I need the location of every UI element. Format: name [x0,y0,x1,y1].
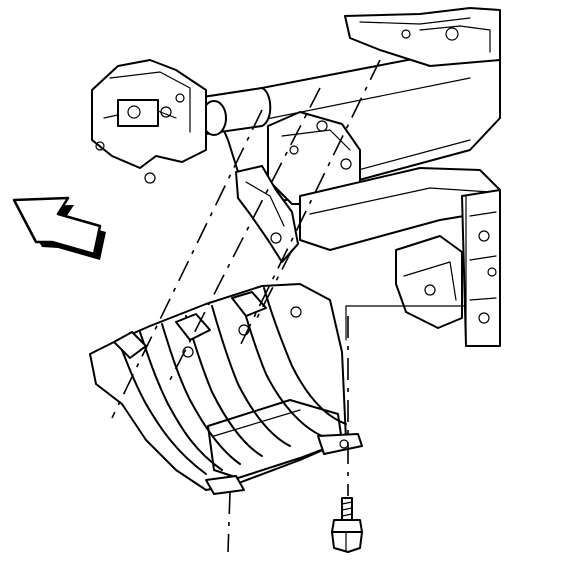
skid-plate-tab [113,331,147,359]
bolt-icon [331,497,363,553]
direction-arrow-icon [12,196,106,260]
skid-plate-tab [175,313,211,341]
upper-right-assembly [344,7,501,67]
frame-outline [345,195,467,347]
frame-assembly [91,7,501,347]
alignment-lines [111,59,381,553]
rear-crossmember [461,189,501,347]
skid-plate-tab [231,291,267,317]
right-mount-block [395,235,463,329]
skid-plate [89,283,363,495]
